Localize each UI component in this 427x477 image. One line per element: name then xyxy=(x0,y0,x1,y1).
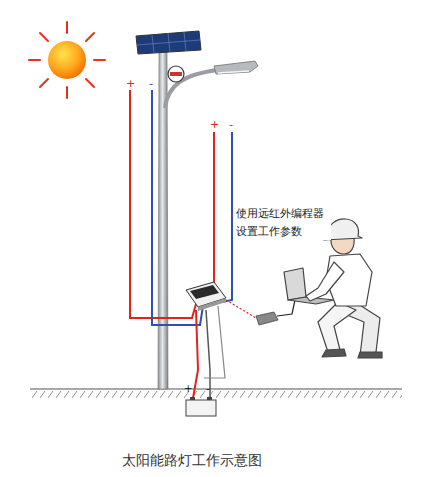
wire-polarity: + xyxy=(210,119,219,130)
wire-polarity: - xyxy=(149,78,153,89)
wire-polarity: - xyxy=(229,119,233,130)
solar-panel xyxy=(136,31,201,54)
battery xyxy=(186,397,216,416)
ground xyxy=(30,389,402,398)
sun xyxy=(29,22,105,98)
controller xyxy=(186,282,226,311)
battery-terminal: - xyxy=(206,384,210,394)
wire-polarity: + xyxy=(126,78,135,89)
battery-terminal: + xyxy=(184,384,192,394)
caption: 太阳能路灯工作示意图 xyxy=(122,452,262,470)
programmer-link xyxy=(226,300,295,325)
wires xyxy=(130,90,232,398)
note: 使用远红外编程器 设置工作参数 xyxy=(236,205,331,240)
